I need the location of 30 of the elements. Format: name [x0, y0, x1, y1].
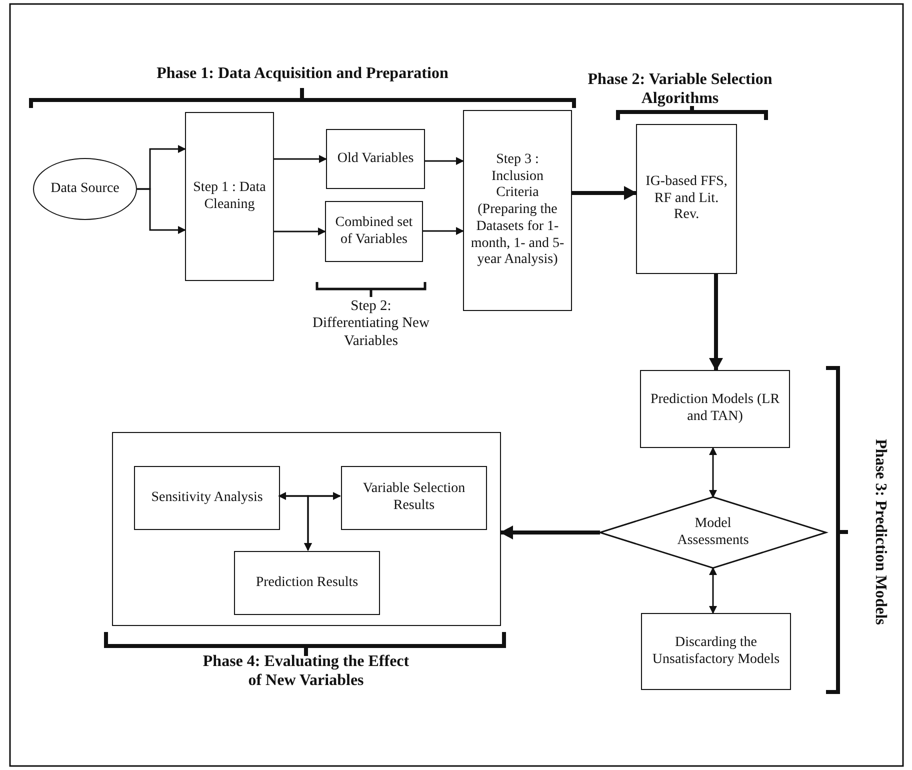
process-box: Discarding the Unsatisfactory Models: [641, 613, 791, 690]
terminal-ellipse: Data Source: [33, 158, 137, 220]
arrow: [137, 188, 186, 234]
phase-title: Phase 2: Variable Selection Algorithms: [586, 70, 774, 108]
process-box: Old Variables: [326, 129, 425, 189]
arrow: [274, 155, 327, 163]
arrow: [274, 228, 326, 236]
process-box: Step 1 : Data Cleaning: [185, 112, 274, 281]
double-arrow: [709, 447, 717, 498]
arrow: [500, 526, 600, 540]
node-label: Model Assessments: [676, 516, 750, 550]
bracket-label: Step 2: Differentiating New Variables: [312, 298, 430, 350]
process-box: Combined set of Variables: [325, 201, 423, 262]
phase-title: Phase 4: Evaluating the Effect of New Variables: [202, 652, 410, 690]
process-box: Prediction Models (LR and TAN): [640, 370, 790, 448]
arrow: [425, 157, 464, 165]
phase-title: Phase 1: Data Acquisition and Preparation: [156, 64, 450, 84]
arrow: [572, 186, 637, 200]
arrow: [423, 227, 464, 235]
double-arrow: [709, 567, 717, 614]
arrow: [304, 495, 340, 551]
process-box: Variable Selection Results: [341, 466, 487, 530]
process-box: Sensitivity Analysis: [134, 466, 280, 530]
arrow: [709, 274, 723, 371]
process-box: Prediction Results: [234, 551, 380, 615]
phase-title: Phase 3: Prediction Models: [871, 438, 890, 627]
process-box: IG-based FFS, RF and Lit. Rev.: [636, 124, 737, 274]
process-box: Step 3 : Inclusion Criteria (Preparing the Datasets for 1-month, 1- and 5-year Analysis): [463, 110, 572, 311]
group-box: [112, 432, 501, 626]
double-arrow: [278, 492, 341, 500]
